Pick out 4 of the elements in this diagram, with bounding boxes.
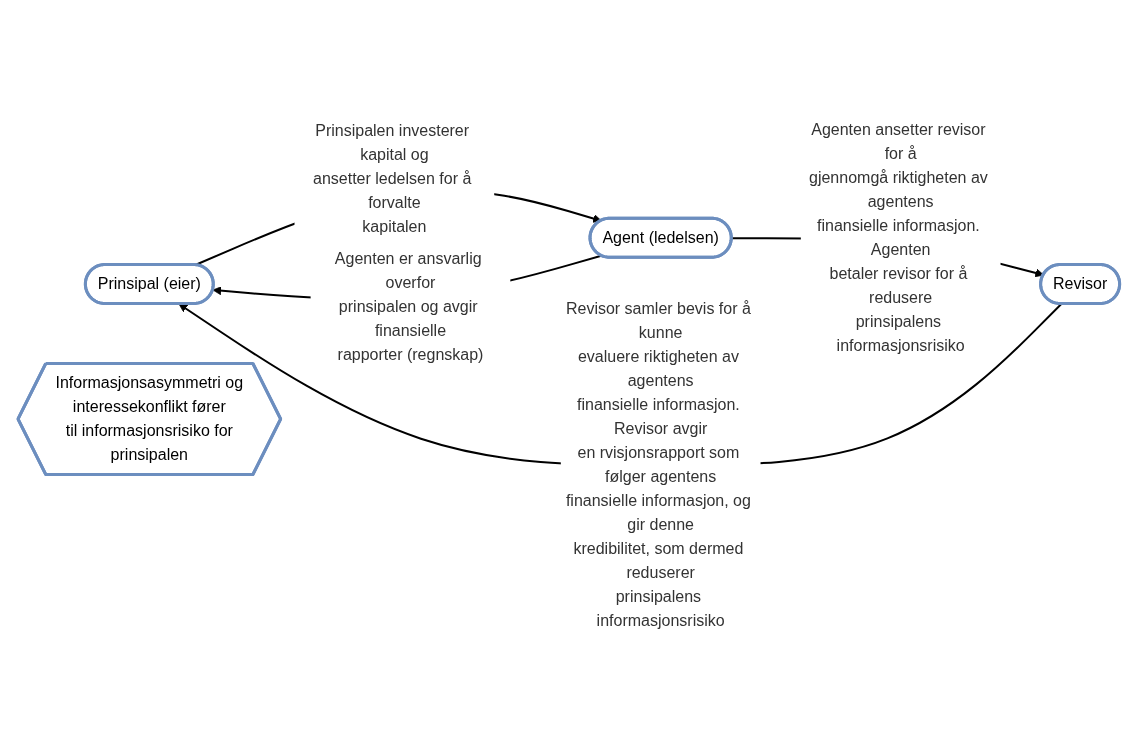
edge-label: Agenten ansetter revisor for å gjennomgå riktigheten av agentens finansielle informasjon. Agenten betaler revisor for å redusere prinsipalens informasjonsrisiko	[808, 120, 988, 354]
edge-label: Agenten er ansvarlig overfor prinsipalen og avgir finansielle rapporter (regnskap)	[334, 249, 484, 363]
edge-label: Revisor samler bevis for å kunne evaluere riktigheten av agentens finansielle informasjon. Revisor avgir en rvisjonsrapport som følger agentens finansielle informasjon, og gir denne kredibilitet, som dermed reduserer prinsipalens informasjonsrisiko	[565, 300, 751, 630]
edge-label: Prinsipalen investerer kapital og ansetter ledelsen for å forvalte kapitalen	[312, 122, 472, 236]
